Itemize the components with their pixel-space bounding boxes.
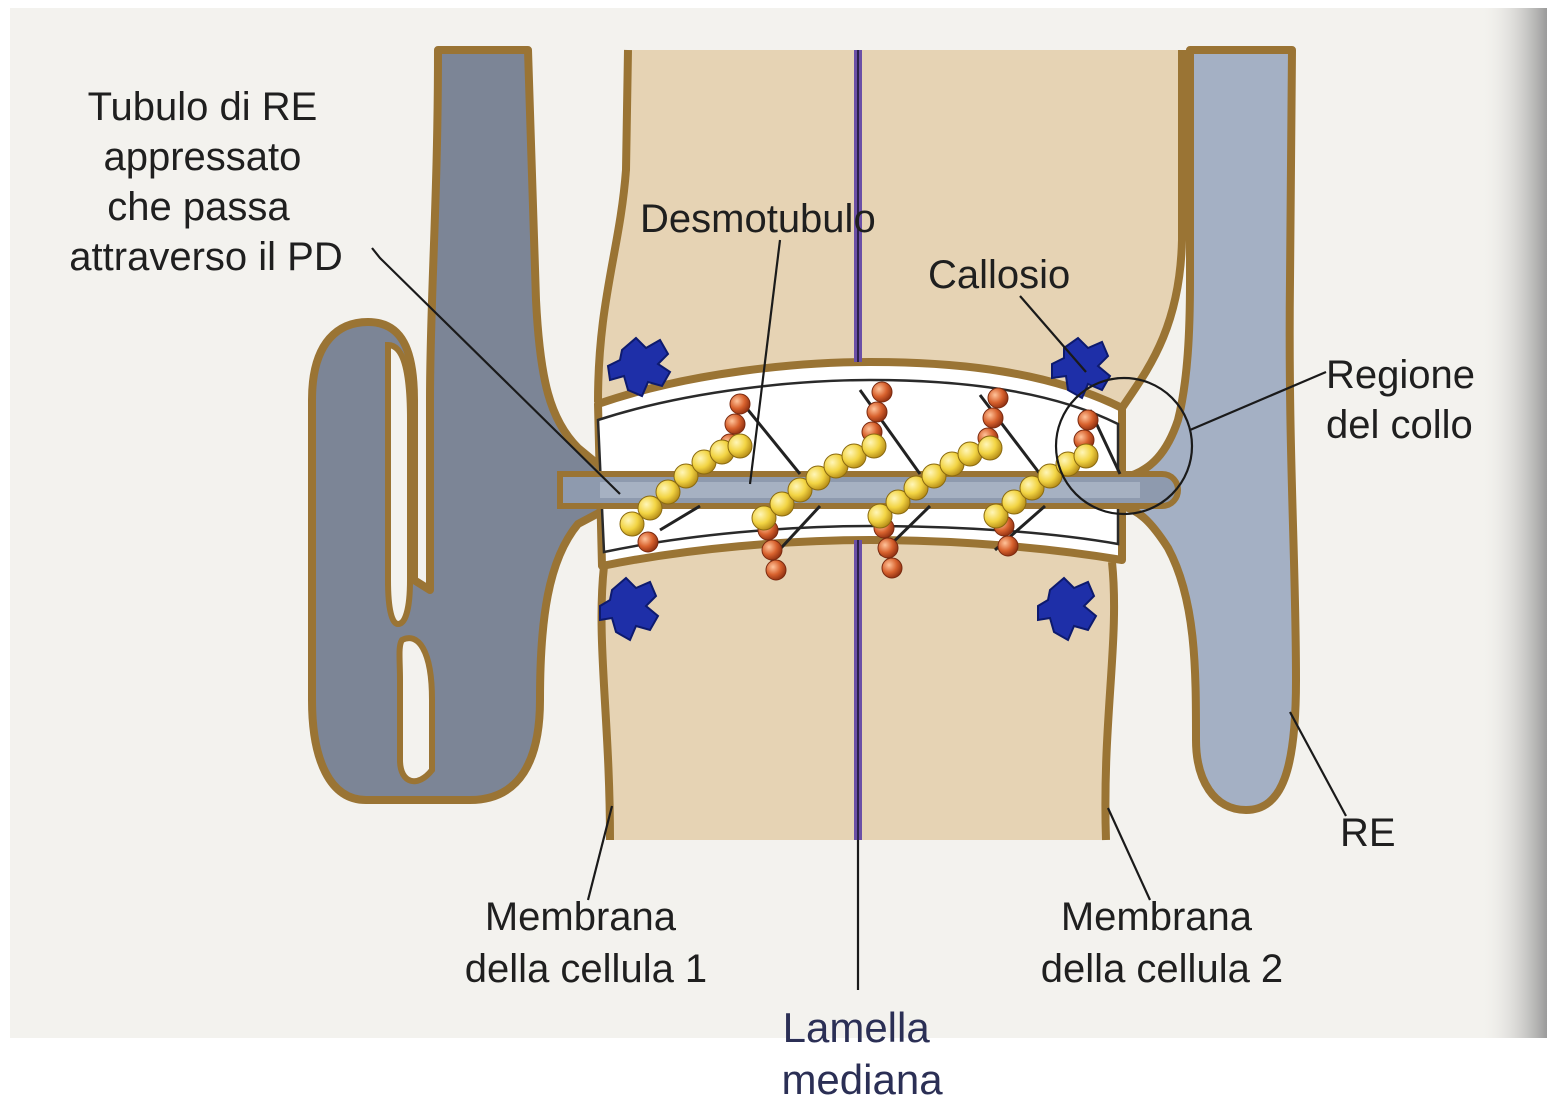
label-er-tubule-line4: attraverso il PD — [69, 235, 342, 279]
label-membrane-cell2-line2: della cellula 2 — [1041, 947, 1283, 991]
label-neck-region-line1: Regione — [1326, 353, 1475, 397]
label-middle-lamella-line1: Lamella — [783, 1004, 931, 1051]
label-membrane-cell1-line1: Membrana — [485, 895, 677, 939]
label-er-tubule-line3: che passa — [107, 185, 290, 229]
label-membrane-cell2-line1: Membrana — [1061, 895, 1253, 939]
label-callose: Callosio — [928, 253, 1070, 297]
label-middle-lamella-line2: mediana — [781, 1056, 943, 1103]
label-er-tubule-line1: Tubulo di RE — [88, 85, 318, 129]
label-neck-region-line2: del collo — [1326, 403, 1473, 447]
scan-shadow-edge — [1480, 8, 1547, 1038]
label-membrane-cell1-line2: della cellula 1 — [465, 947, 707, 991]
label-middle-lamella: Lamella mediana — [781, 1004, 943, 1103]
label-er: RE — [1340, 811, 1396, 855]
er-left-lower-gap — [400, 638, 433, 781]
label-er-tubule-line2: appressato — [103, 135, 301, 179]
label-desmotubule: Desmotubulo — [640, 197, 876, 241]
er-left-inner-gap — [388, 345, 410, 624]
